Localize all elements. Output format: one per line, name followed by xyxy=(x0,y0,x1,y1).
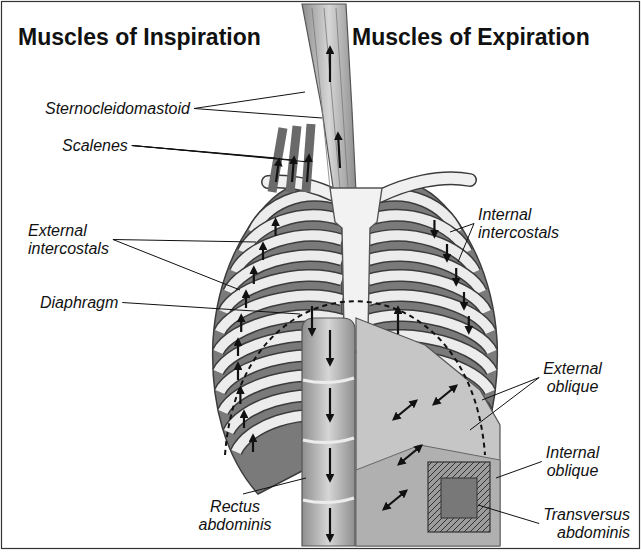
expiration-arrow xyxy=(463,292,465,308)
tendinous-line xyxy=(303,378,354,383)
inspiration-arrow xyxy=(237,364,239,380)
muscle-striation xyxy=(312,8,330,188)
expiration-arrow xyxy=(329,448,331,480)
tendinous-line xyxy=(303,498,354,503)
muscle-label: Diaphragm xyxy=(40,294,160,312)
inspiration-arrow xyxy=(253,268,255,284)
expiration-arrow xyxy=(329,330,331,364)
expiration-arrow xyxy=(329,388,331,420)
leader-line xyxy=(194,92,305,109)
clavicle xyxy=(380,178,470,196)
muscle-label: Rectus abdominis xyxy=(185,498,285,534)
expiration-arrow xyxy=(399,446,421,464)
external-oblique-muscle xyxy=(356,318,500,546)
rectus-abdominis-muscle xyxy=(302,318,355,546)
leader-line xyxy=(458,224,474,263)
muscle-label: Scalenes xyxy=(62,137,182,155)
expiration-arrow xyxy=(397,308,399,334)
muscle-label: Internal oblique xyxy=(520,444,625,480)
expiration-arrow xyxy=(433,220,435,236)
scalene-muscle xyxy=(272,128,283,192)
transversus-inner xyxy=(441,478,477,518)
muscle-label: Transversus abdominis xyxy=(512,506,630,542)
muscle-label: Internal intercostals xyxy=(478,206,578,242)
inspiration-arrow xyxy=(240,316,242,332)
expiration-arrow xyxy=(384,491,406,509)
inspiration-arrow xyxy=(329,48,331,82)
leader-line xyxy=(122,303,300,315)
leader-line xyxy=(478,505,539,524)
panel-heading: Muscles of Inspiration xyxy=(18,24,318,50)
inspiration-arrow xyxy=(307,156,309,182)
expiration-arrow xyxy=(329,508,331,540)
scalene-muscle xyxy=(306,124,311,192)
inspiration-arrow xyxy=(338,134,340,168)
tendinous-line xyxy=(303,438,354,443)
internal-oblique-muscle xyxy=(356,445,500,546)
inspiration-arrow xyxy=(276,160,279,182)
expiration-arrow xyxy=(468,316,470,332)
inspiration-arrow xyxy=(292,158,294,182)
figure-frame xyxy=(2,2,640,549)
inspiration-arrow xyxy=(243,412,245,428)
expiration-arrow xyxy=(434,386,456,404)
inspiration-arrow xyxy=(252,436,254,452)
diaphragm-dome xyxy=(225,301,485,455)
leader-line xyxy=(194,109,322,119)
inspiration-arrow xyxy=(245,292,247,308)
transversus-window xyxy=(428,462,490,532)
muscle-label: Sternocleidomastoid xyxy=(45,100,235,118)
muscle-label: External intercostals xyxy=(28,222,128,258)
expiration-arrow xyxy=(455,268,457,284)
leader-line xyxy=(450,224,474,233)
clavicle-outline xyxy=(380,178,470,196)
expiration-arrow xyxy=(394,401,416,419)
leader-line xyxy=(132,146,309,163)
inspiration-arrow xyxy=(237,340,239,356)
leader-line xyxy=(113,240,240,291)
inspiration-arrow xyxy=(311,306,313,334)
muscle-striation xyxy=(336,8,348,188)
inspiration-arrow xyxy=(274,220,276,236)
leader-line xyxy=(496,462,542,479)
expiration-arrow xyxy=(446,244,448,260)
inspiration-arrow xyxy=(262,244,264,260)
muscle-label: External oblique xyxy=(520,360,625,396)
leader-line xyxy=(482,378,539,401)
panel-heading: Muscles of Expiration xyxy=(352,24,632,50)
sternocleidomastoid-muscle xyxy=(302,4,356,194)
leader-line xyxy=(243,478,306,494)
leader-line xyxy=(113,240,256,243)
leader-line xyxy=(470,378,539,431)
leader-lines xyxy=(113,92,542,524)
scalene-muscle xyxy=(290,126,297,192)
